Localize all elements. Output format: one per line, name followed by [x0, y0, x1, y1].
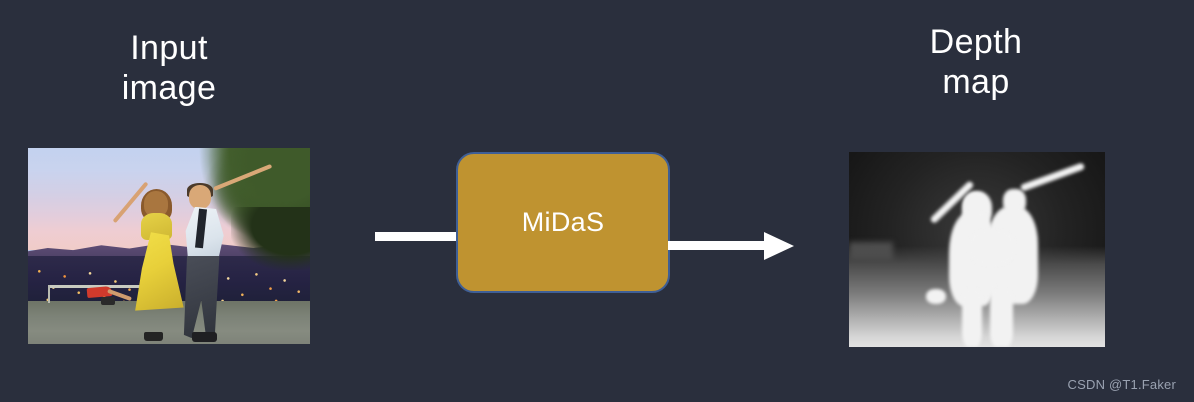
output-arrow: [668, 232, 794, 260]
photo-woman-head: [143, 191, 168, 217]
depth-man-leg: [989, 288, 1013, 347]
midas-model-label: MiDaS: [521, 207, 605, 237]
input-arrow: [375, 232, 462, 241]
depth-map-image: [849, 152, 1105, 347]
input-image-photo: [28, 148, 310, 344]
depth-woman-leg: [961, 288, 983, 347]
depth-map-heading: Depth map: [929, 23, 1023, 101]
photo-woman-shoe: [143, 332, 164, 342]
midas-model-box[interactable]: MiDaS: [456, 152, 670, 293]
photo-woman-shoe: [101, 296, 116, 305]
watermark-text: CSDN @T1.Faker: [1067, 377, 1176, 392]
photo-man-shoe: [191, 332, 217, 343]
output-arrow-shaft: [668, 241, 766, 250]
output-arrow-head: [764, 232, 794, 260]
photo-tree-shadow: [231, 206, 310, 270]
photo-railing-post: [47, 285, 50, 303]
depth-figures: [849, 152, 1105, 347]
photo-man-head: [188, 185, 212, 209]
depth-woman-foot: [925, 288, 947, 305]
input-image-heading: Input image: [121, 29, 217, 107]
depth-joined-arms: [969, 230, 1016, 266]
